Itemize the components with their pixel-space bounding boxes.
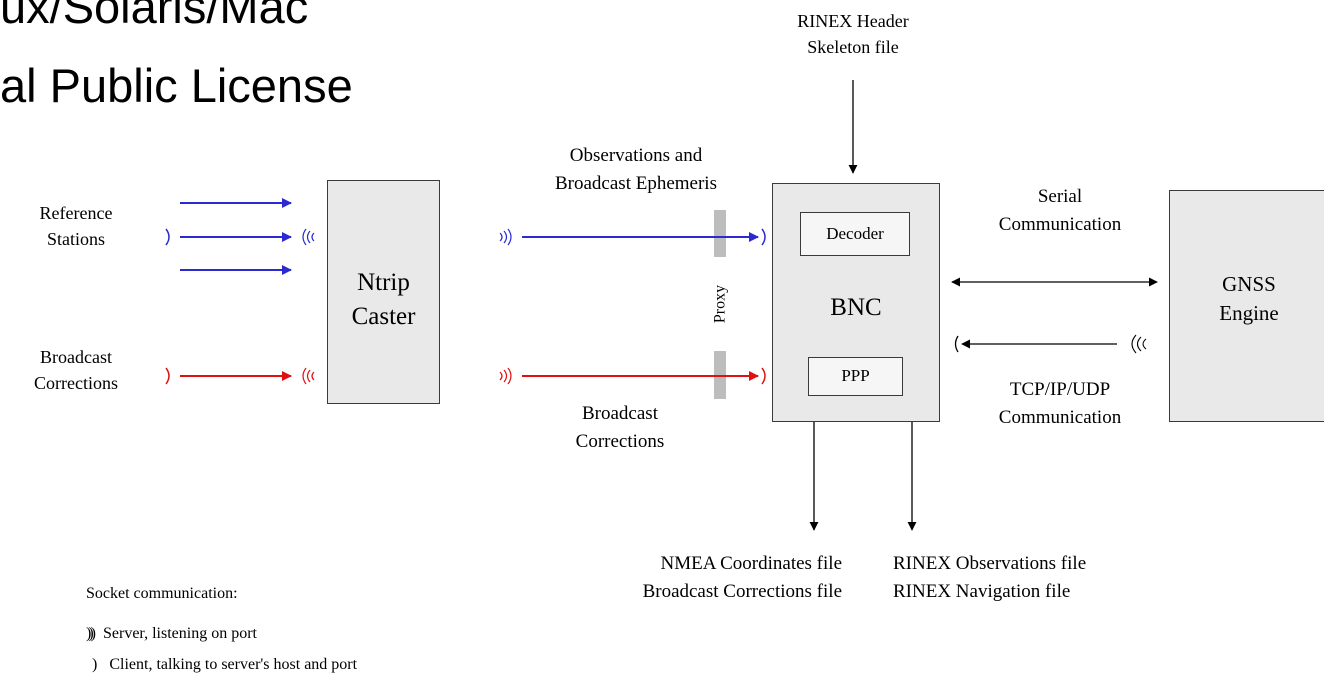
serial-communication-label: Serial Communication (950, 183, 1170, 238)
tcp-communication-label-2: Communication (998, 406, 1122, 428)
obs-ephemeris-label-1: Observations and (569, 145, 703, 166)
proxy-label: Proxy (711, 284, 729, 324)
broadcast-corrections-mid-label-1: Broadcast (582, 403, 658, 424)
gnss-engine-label-2: Engine (1219, 301, 1279, 326)
rinex-outputs-label: RINEX Observations file RINEX Navigation… (893, 550, 1193, 605)
server-symbol-caster-in-red (302, 367, 315, 385)
rinex-header-label: RINEX Header Skeleton file (753, 8, 953, 60)
reference-stations-label-2: Stations (46, 229, 105, 250)
obs-ephemeris-label-2: Broadcast Ephemeris (555, 172, 717, 194)
legend-server-symbol: ))) (86, 625, 96, 642)
obs-ephemeris-label: Observations and Broadcast Ephemeris (496, 142, 776, 197)
proxy-bar-top (714, 210, 726, 257)
gnss-engine-label: GNSS Engine (1169, 270, 1324, 329)
reference-stations-label: Reference Stations (0, 200, 152, 252)
bnc-label: BNC (830, 294, 882, 321)
broadcast-corrections-mid-label-2: Corrections (575, 430, 665, 452)
server-symbol-caster-in-blue (302, 228, 315, 246)
broadcast-corrections-mid-label: Broadcast Corrections (530, 400, 710, 455)
legend-client-row: ) Client, talking to server's host and p… (92, 653, 357, 676)
broadcast-corrections-in-label-1: Broadcast (40, 347, 112, 367)
serial-communication-label-2: Communication (998, 213, 1122, 235)
nmea-outputs-label: NMEA Coordinates file Broadcast Correcti… (542, 550, 842, 605)
gnss-engine-label-1: GNSS (1222, 272, 1276, 296)
broadcast-corrections-in-label: Broadcast Corrections (0, 344, 152, 396)
client-symbol-bnc-red (761, 367, 766, 385)
ntrip-caster-label: Ntrip Caster (327, 266, 440, 334)
legend-heading: Socket communication: (86, 585, 238, 602)
server-symbol-caster-out-red (499, 367, 512, 385)
nmea-outputs-label-2: Broadcast Corrections file (642, 580, 842, 602)
decoder-box (800, 212, 910, 256)
decoder-label: Decoder (826, 224, 884, 243)
legend-server-label: Server, listening on port (102, 625, 257, 642)
ntrip-caster-box (327, 180, 440, 404)
legend-client-label: Client, talking to server's host and por… (109, 656, 358, 673)
client-symbol-tcp (954, 335, 959, 353)
server-symbol-gnss (1131, 334, 1147, 354)
client-symbol-corrections (165, 367, 170, 385)
serial-communication-label-1: Serial (1037, 186, 1083, 207)
rinex-header-label-1: RINEX Header (797, 11, 909, 31)
server-symbol-caster-out-blue (499, 228, 512, 246)
ppp-box (808, 357, 903, 396)
ntrip-caster-label-1: Ntrip (357, 269, 410, 296)
client-symbol-reference (165, 228, 170, 246)
ppp-label: PPP (841, 366, 870, 385)
rinex-outputs-label-2: RINEX Navigation file (893, 580, 1071, 602)
legend-client-symbol: ) (92, 656, 98, 673)
tcp-communication-label: TCP/IP/UDP Communication (950, 376, 1170, 431)
nmea-outputs-label-1: NMEA Coordinates file (660, 553, 842, 574)
reference-stations-label-1: Reference (39, 203, 113, 223)
tcp-communication-label-1: TCP/IP/UDP (1009, 379, 1111, 400)
legend-server-row: ))) Server, listening on port (86, 622, 257, 645)
gnss-engine-box (1169, 190, 1324, 422)
slide-title-line-1: ux/Solaris/Mac (0, 0, 309, 33)
client-symbol-bnc-blue (761, 228, 766, 246)
rinex-outputs-label-1: RINEX Observations file (893, 553, 1087, 574)
rinex-header-label-2: Skeleton file (807, 37, 899, 58)
ntrip-caster-label-2: Caster (351, 302, 416, 330)
slide-title-line-2: al Public License (0, 59, 353, 112)
broadcast-corrections-in-label-2: Corrections (34, 373, 118, 394)
